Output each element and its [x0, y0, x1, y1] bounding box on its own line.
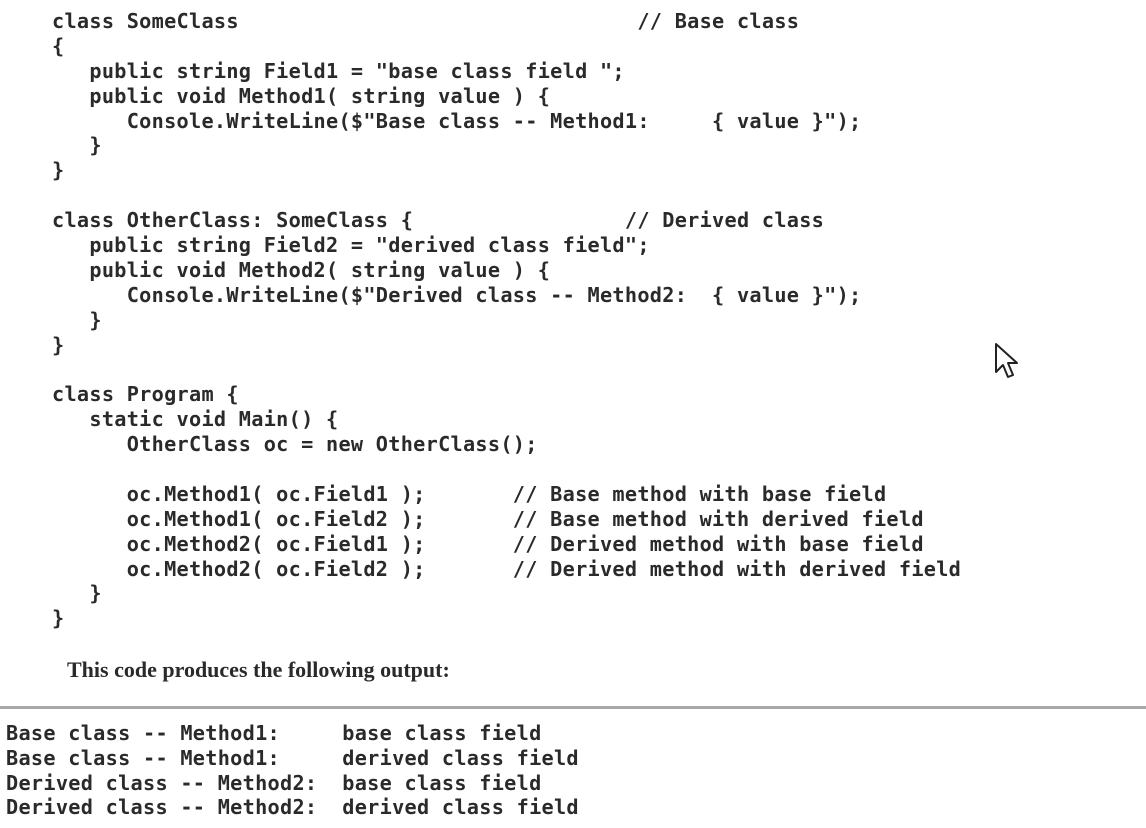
code-line: oc.Method2( oc.Field1 ); // Derived meth… [52, 531, 924, 556]
code-line: class OtherClass: SomeClass { // Derived… [52, 208, 825, 233]
output-line: Derived class -- Method2: derived class … [6, 795, 579, 820]
output-line: Base class -- Method1: derived class fie… [6, 745, 579, 770]
code-line: Console.WriteLine($"Base class -- Method… [52, 108, 862, 133]
code-line: } [52, 332, 65, 357]
code-line [52, 357, 961, 382]
code-line: { [52, 33, 65, 58]
code-line: oc.Method2( oc.Field2 ); // Derived meth… [52, 556, 962, 581]
code-line: OtherClass oc = new OtherClass(); [52, 432, 538, 457]
code-line [52, 183, 961, 208]
mouse-pointer-icon [995, 343, 1018, 378]
code-line: class Program { [52, 382, 239, 407]
code-line: class SomeClass // Base class [52, 9, 800, 33]
output-line: Base class -- Method1: base class field [6, 721, 542, 745]
code-line: oc.Method1( oc.Field1 ); // Base method … [52, 481, 887, 506]
code-line: oc.Method1( oc.Field2 ); // Base method … [52, 506, 924, 531]
output-line: Derived class -- Method2: base class fie… [6, 770, 542, 795]
code-line: } [52, 307, 102, 332]
code-listing: class SomeClass // Base class{ public st… [52, 9, 961, 631]
output-caption: This code produces the following output: [67, 657, 450, 682]
output-divider [0, 706, 1146, 709]
code-line: } [52, 581, 102, 606]
code-line: Console.WriteLine($"Derived class -- Met… [52, 282, 862, 307]
code-line [52, 457, 961, 482]
code-line: public string Field2 = "derived class fi… [52, 233, 650, 258]
code-line: } [52, 133, 102, 158]
code-line: static void Main() { [52, 407, 339, 432]
code-line: public void Method2( string value ) { [52, 257, 551, 282]
code-line: public string Field1 = "base class field… [52, 58, 625, 83]
code-line: public void Method1( string value ) { [52, 83, 551, 108]
code-line: } [52, 606, 65, 631]
code-line: } [52, 158, 65, 183]
